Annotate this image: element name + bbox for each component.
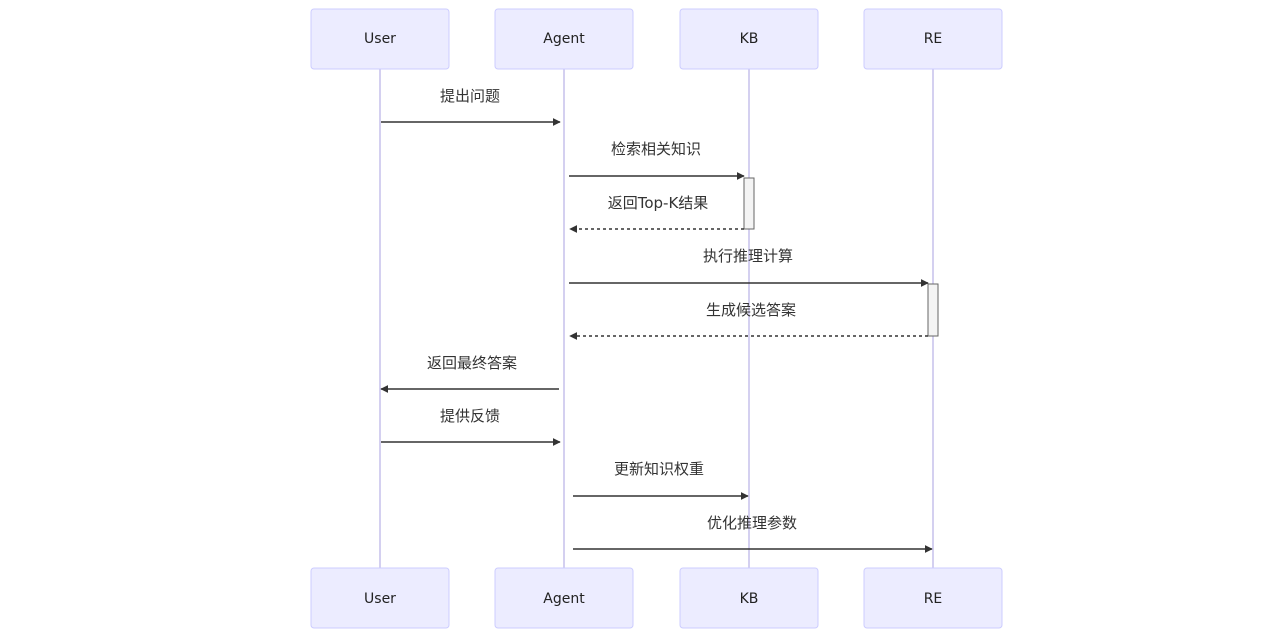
- message-4: 执行推理计算: [569, 247, 929, 287]
- message-label: 优化推理参数: [707, 514, 797, 532]
- message-7: 提供反馈: [381, 407, 561, 446]
- message-label: 提供反馈: [440, 407, 500, 425]
- actor-re-label: RE: [924, 591, 943, 607]
- actor-user-top: User: [310, 8, 450, 70]
- message-5: 生成候选答案: [569, 301, 928, 340]
- message-label: 检索相关知识: [611, 140, 701, 158]
- message-1: 提出问题: [381, 87, 561, 126]
- actor-agent-top: Agent: [494, 8, 634, 70]
- actor-user-bottom: User: [310, 567, 450, 629]
- actor-agent-label: Agent: [543, 31, 585, 47]
- actor-kb-top: KB: [679, 8, 819, 70]
- message-6: 返回最终答案: [380, 354, 559, 393]
- activation-kb: [743, 177, 755, 230]
- actor-kb-label: KB: [740, 591, 759, 607]
- actor-kb-label: KB: [740, 31, 759, 47]
- message-label: 返回最终答案: [427, 354, 517, 372]
- message-label: 更新知识权重: [614, 460, 704, 478]
- actor-user-label: User: [364, 31, 396, 47]
- message-3: 返回Top-K结果: [569, 194, 744, 233]
- message-8: 更新知识权重: [573, 460, 749, 500]
- activation-re: [927, 283, 939, 337]
- message-2: 检索相关知识: [569, 140, 745, 180]
- messages: 提出问题 检索相关知识 返回Top-K结果 执行推理计算 生成候选答案 返回最终…: [380, 87, 933, 553]
- actor-re-top: RE: [863, 8, 1003, 70]
- actor-user-label: User: [364, 591, 396, 607]
- message-label: 返回Top-K结果: [608, 194, 709, 212]
- message-9: 优化推理参数: [573, 514, 933, 553]
- actor-agent-label: Agent: [543, 591, 585, 607]
- actors-top: User Agent KB RE: [310, 8, 1003, 70]
- actor-agent-bottom: Agent: [494, 567, 634, 629]
- message-label: 提出问题: [440, 87, 500, 105]
- actor-re-bottom: RE: [863, 567, 1003, 629]
- activations: [743, 177, 939, 337]
- message-label: 生成候选答案: [706, 301, 796, 319]
- actor-kb-bottom: KB: [679, 567, 819, 629]
- actor-re-label: RE: [924, 31, 943, 47]
- actors-bottom: User Agent KB RE: [310, 567, 1003, 629]
- message-label: 执行推理计算: [703, 247, 793, 265]
